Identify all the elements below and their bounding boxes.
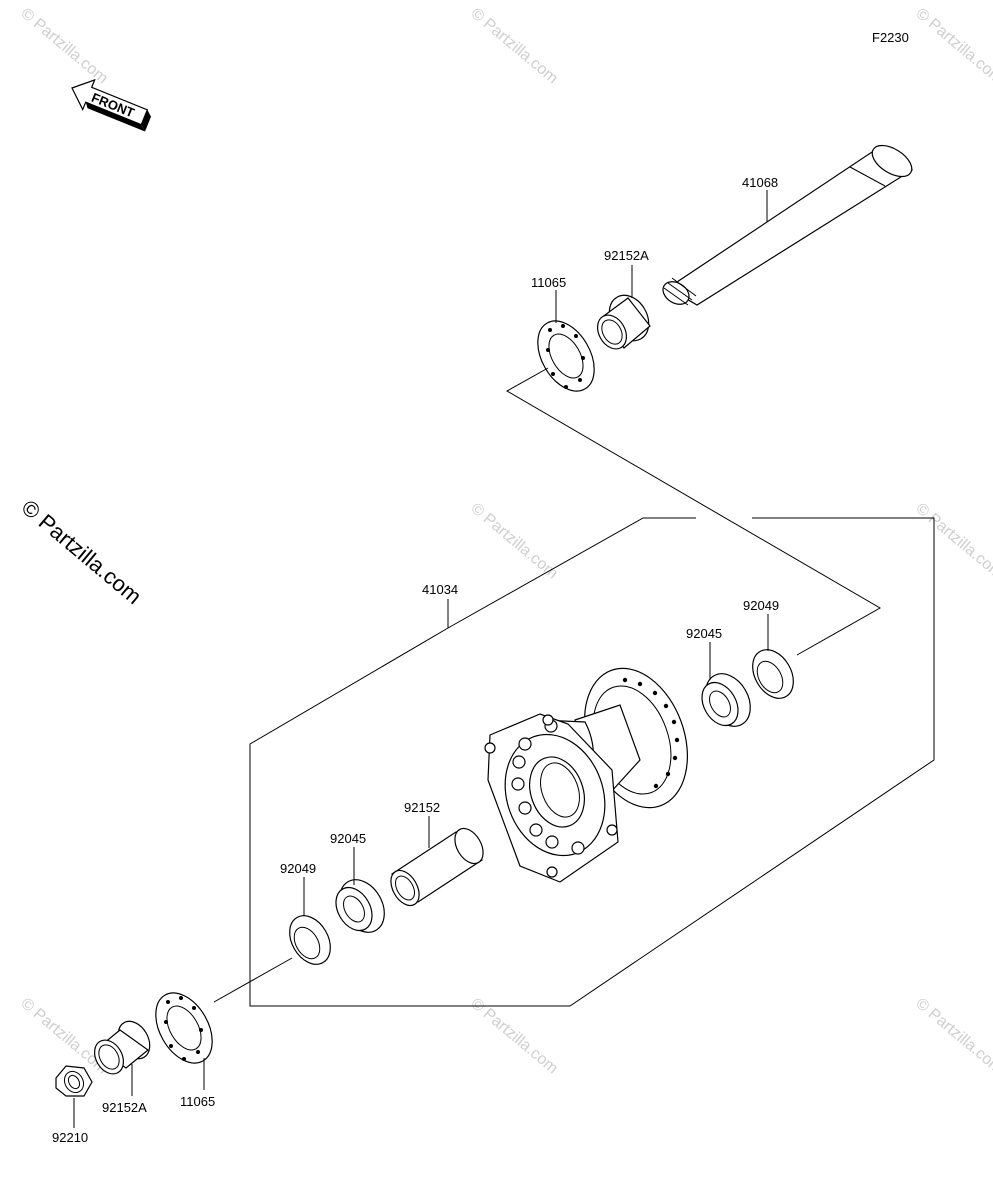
oil-seal-92049-left [289,877,331,965]
diagram-code: F2230 [872,30,909,45]
part-label-92045-left: 92045 [330,831,366,846]
part-label-11065-top: 11065 [531,275,566,290]
nut-92210 [55,1065,93,1128]
ball-bearing-92045-left [335,847,385,933]
faint-watermark: © Partzilla.com [467,500,561,582]
part-label-92152a-bottom: 92152A [102,1100,147,1115]
part-label-92210: 92210 [52,1130,88,1145]
part-label-11065-bottom: 11065 [180,1094,215,1109]
part-label-92045-right: 92045 [686,626,722,641]
front-arrow-icon: FRONT [71,78,152,132]
hub-assembly-frame [249,517,935,1007]
faint-watermark: © Partzilla.com [912,995,993,1077]
part-label-92152: 92152 [404,800,440,815]
part-label-41034: 41034 [422,582,458,597]
faint-watermark: © Partzilla.com [912,5,993,87]
part-label-92152a-top: 92152A [604,248,649,263]
part-label-92049-right: 92049 [743,598,779,613]
faint-watermark: © Partzilla.com [467,995,561,1077]
assembly-line [505,367,882,656]
faint-watermark: © Partzilla.com [912,500,993,582]
assembly-line [213,957,293,1003]
collar-92152a-top [596,265,651,350]
spacer-92152 [390,816,484,907]
ball-bearing-92045-right [701,642,751,727]
part-label-41068: 41068 [742,175,778,190]
hub-body-41034 [484,667,688,883]
faint-watermarks: © Partzilla.com © Partzilla.com © Partzi… [17,5,993,1077]
hub-plate-11065-top [537,290,595,392]
oil-seal-92049-right [752,614,794,699]
watermark: © Partzilla.com [17,495,147,609]
axle-41068 [662,144,914,306]
hub-plate-11065-bottom [155,992,213,1090]
faint-watermark: © Partzilla.com [17,995,111,1077]
part-label-92049-left: 92049 [280,861,316,876]
collar-92152a-bottom [93,1020,151,1096]
faint-watermark: © Partzilla.com [17,5,111,87]
faint-watermark: © Partzilla.com [467,5,561,87]
